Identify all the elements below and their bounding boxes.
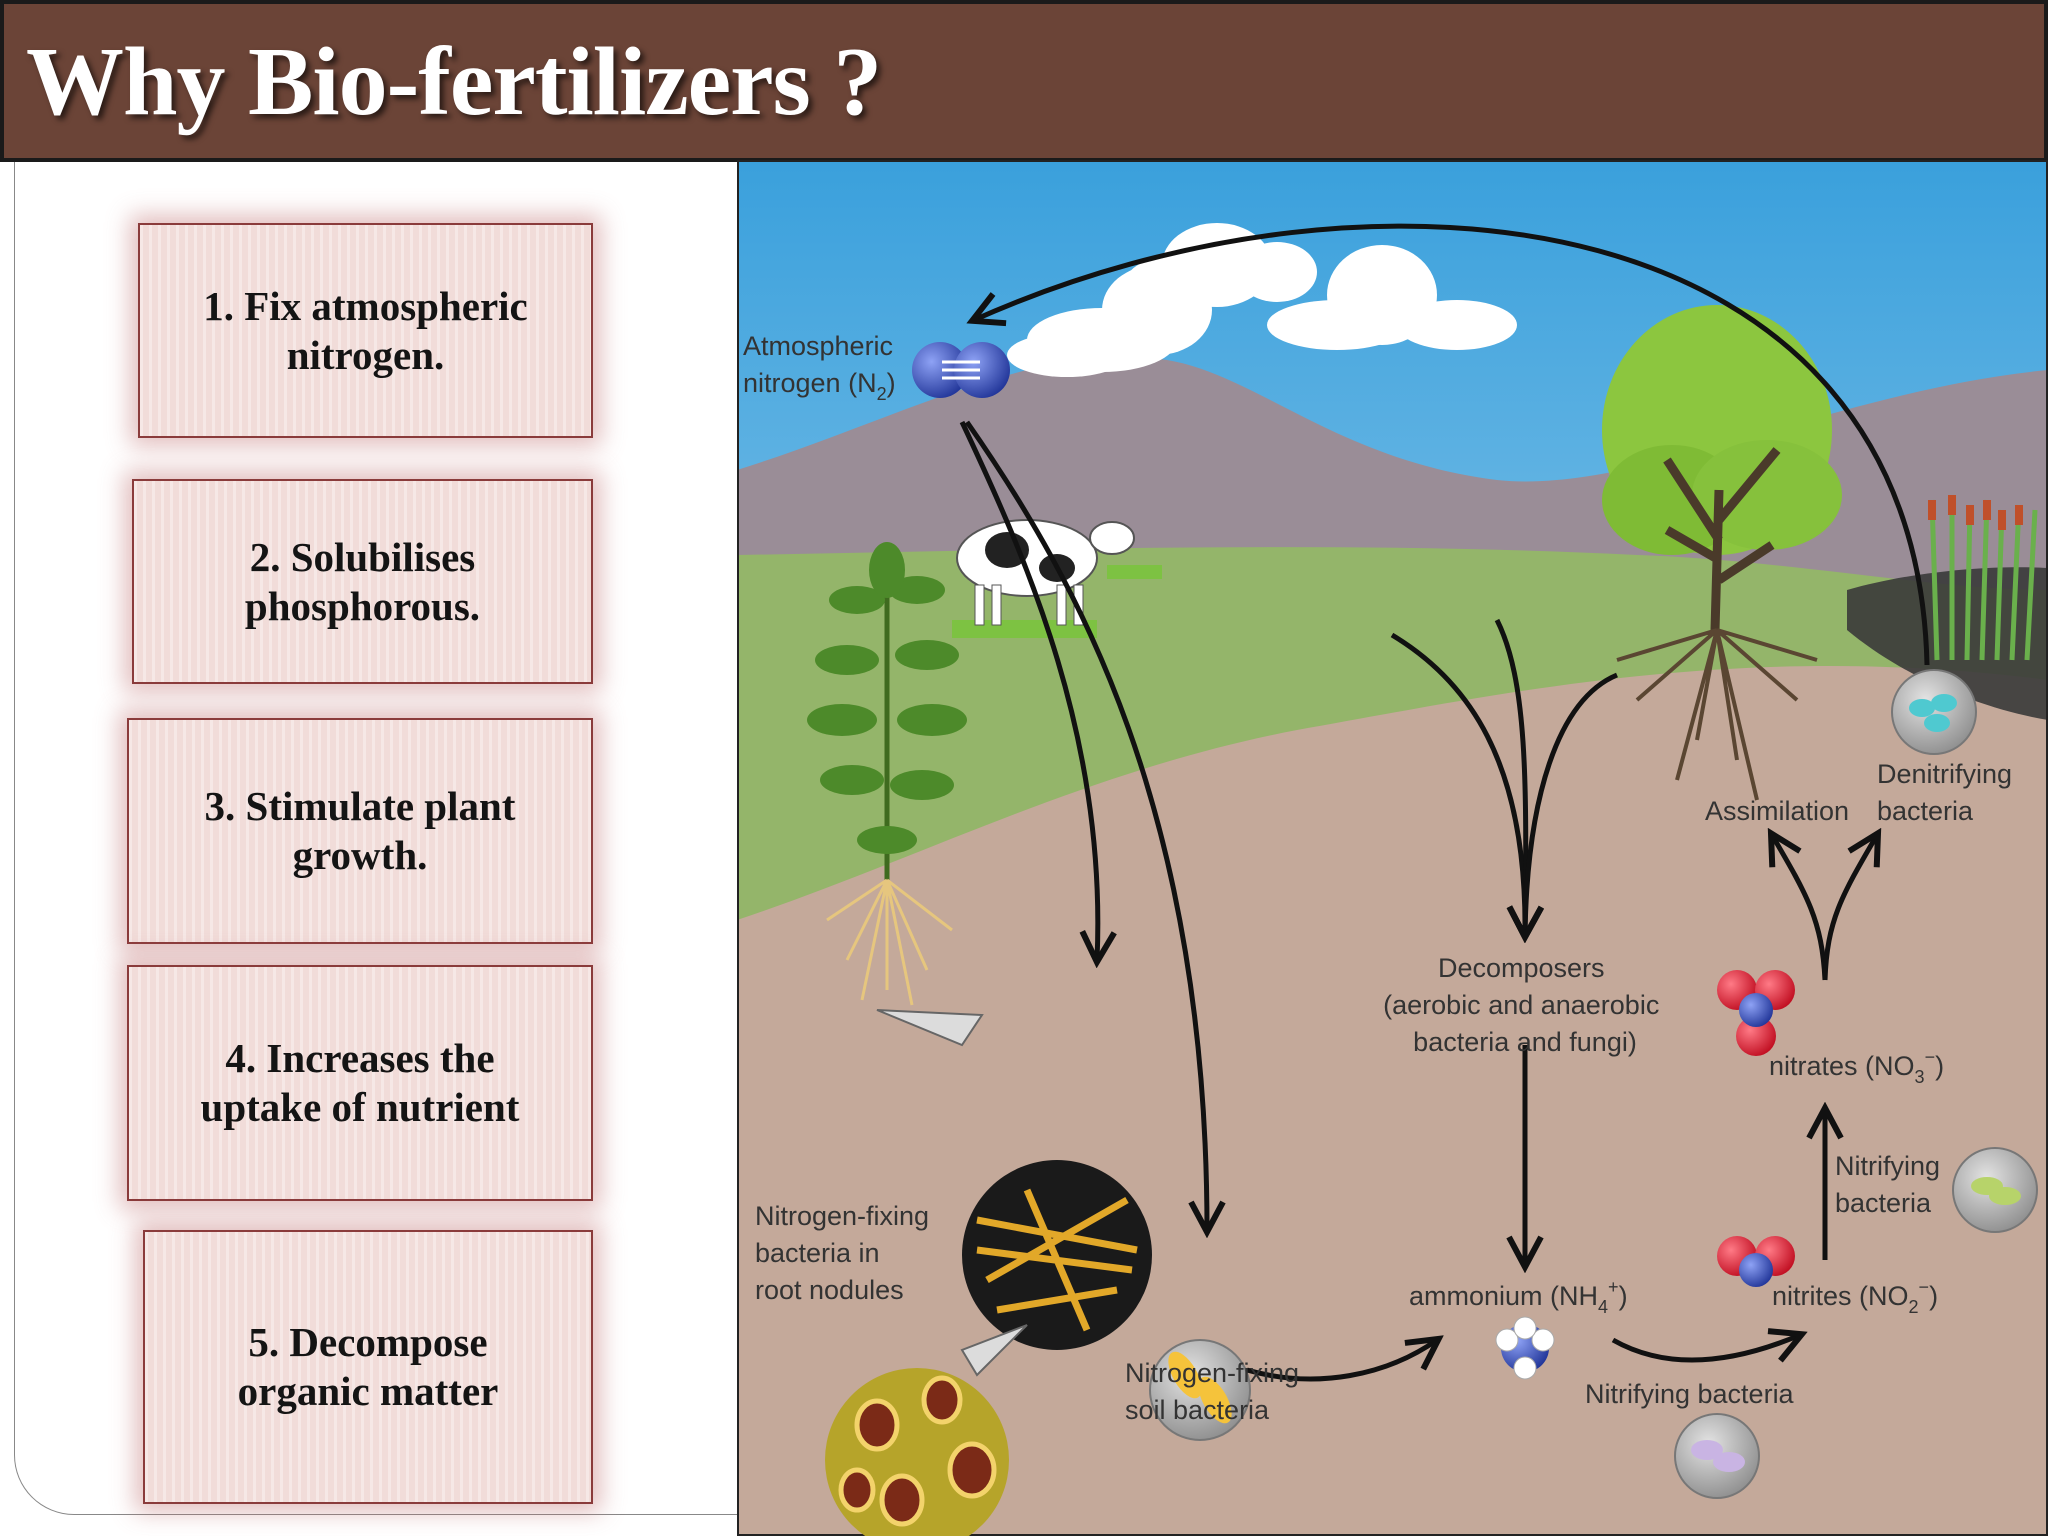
arrow-to-soil-bacteria: [964, 420, 1207, 1230]
arrow-nitrates-to-assimilation: [1772, 835, 1828, 981]
ammonium-molecule-icon: [1495, 1316, 1555, 1380]
soil-bacteria-icon: [1149, 1339, 1251, 1441]
nitrate-molecule-icon: [1717, 970, 1795, 1056]
nitrite-molecule-icon: [1717, 1236, 1795, 1287]
benefit-text-4: 4. Increases the uptake of nutrient: [200, 1035, 520, 1130]
label-denitrifying-bacteria: Denitrifying bacteria: [1877, 759, 2020, 826]
label-nitrates: nitrates (NO3−): [1769, 1047, 1944, 1087]
arrow-to-root-nodules: [959, 420, 1098, 960]
title-bar: Why Bio-fertilizers ?: [0, 0, 2048, 162]
arrow-cow-to-decomposers: [1390, 632, 1525, 935]
slide-title: Why Bio-fertilizers ?: [26, 28, 882, 136]
arrow-denitrify-to-atmosphere: [974, 223, 1930, 666]
benefit-card-5: 5. Decompose organic matter: [143, 1230, 593, 1504]
clouds: [1007, 223, 1517, 377]
benefit-text-1: 1. Fix atmospheric nitrogen.: [203, 282, 528, 378]
label-nitrifying-bacteria-bottom: Nitrifying bacteria: [1585, 1379, 1795, 1409]
label-nitrifying-bacteria-side: Nitrifying bacteria: [1835, 1151, 1948, 1218]
benefit-text-5: 5. Decompose organic matter: [237, 1319, 499, 1414]
nitrifying-bacteria-side-icon: [1952, 1147, 2038, 1233]
denitrifying-bacteria-icon: [1891, 669, 1977, 755]
plant: [807, 542, 967, 1006]
root-nodule-closeup: [825, 1009, 1152, 1536]
label-nitrites: nitrites (NO2−): [1772, 1277, 1938, 1317]
arrow-soil-bacteria-to-ammonium: [1246, 1340, 1437, 1382]
label-assimilation: Assimilation: [1705, 796, 1849, 826]
benefit-text-3: 3. Stimulate plant growth.: [204, 783, 516, 878]
label-ammonium: ammonium (NH4+): [1409, 1277, 1628, 1317]
arrow-nitrates-to-denitrifying: [1822, 835, 1877, 981]
benefit-card-3: 3. Stimulate plant growth.: [127, 718, 593, 944]
n2-molecule-icon: [912, 342, 1010, 398]
benefit-card-2: 2. Solubilises phosphorous.: [132, 479, 593, 684]
label-atmospheric-nitrogen: Atmospheric nitrogen (N2): [743, 331, 901, 404]
benefit-card-1: 1. Fix atmospheric nitrogen.: [138, 223, 593, 438]
cycle-arrows: [959, 223, 1930, 1382]
benefit-text-2: 2. Solubilises phosphorous.: [244, 533, 481, 629]
nitrogen-cycle-diagram: Atmospheric nitrogen (N2) Nitrogen-fixin…: [737, 160, 2048, 1536]
tree: [1602, 305, 1842, 801]
label-nfix-soil-bacteria: Nitrogen-fixing soil bacteria: [1125, 1358, 1307, 1425]
benefit-card-4: 4. Increases the uptake of nutrient: [127, 965, 593, 1201]
nitrifying-bacteria-bottom-icon: [1674, 1413, 1760, 1499]
reeds: [1928, 495, 2038, 661]
arrow-ammonium-to-nitrites: [1611, 1335, 1800, 1360]
arrow-tree-to-decomposers: [1525, 672, 1618, 935]
label-nfix-root-nodules: Nitrogen-fixing bacteria in root nodules: [755, 1201, 937, 1305]
label-decomposers: Decomposers (aerobic and anaerobic bacte…: [1383, 953, 1667, 1057]
